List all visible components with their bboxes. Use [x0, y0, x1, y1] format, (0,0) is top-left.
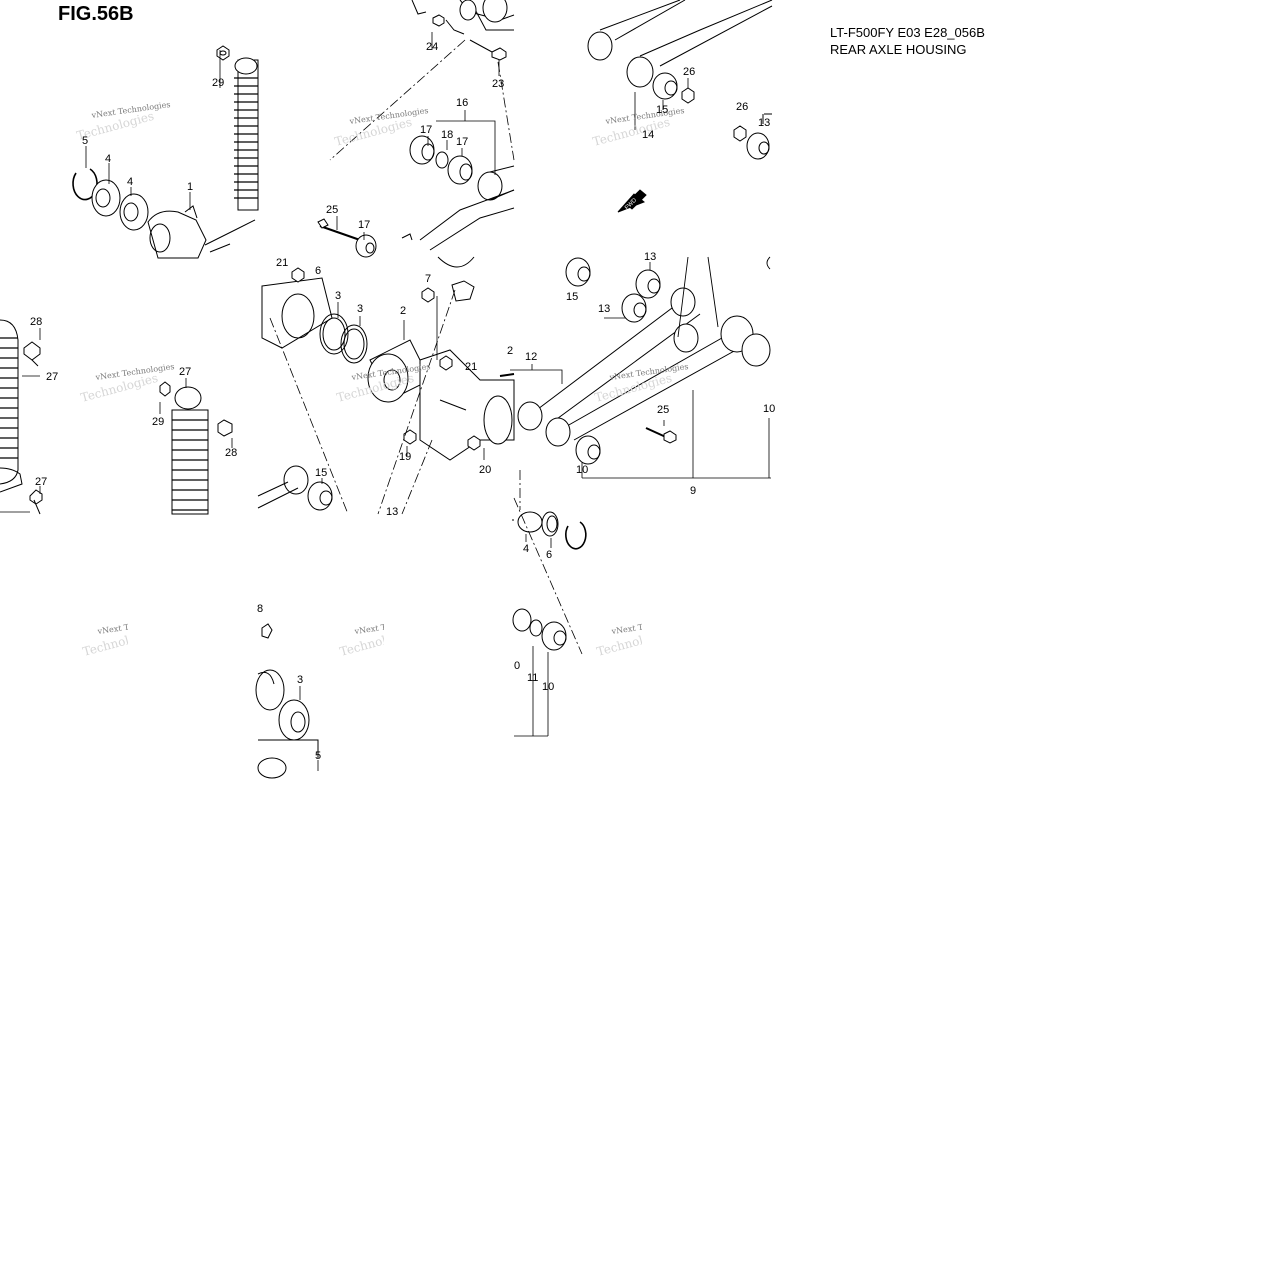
diagram-caption: REAR AXLE HOUSING	[830, 42, 967, 57]
callout-label: 4	[523, 543, 529, 555]
callout-label: 25	[326, 204, 338, 216]
figure-meta: LT-F500FY E03 E28_056B REAR AXLE HOUSING	[830, 24, 985, 58]
watermarks: Technologies vNext Technologies Technolo…	[75, 100, 691, 659]
tile-rear-shock-upper	[72, 45, 259, 259]
callout-label: 15	[566, 291, 578, 303]
callout-label: 25	[657, 404, 669, 416]
callout-label: 21	[276, 257, 288, 269]
callout-label: 3	[357, 303, 363, 315]
callout-label: 13	[758, 117, 770, 129]
callout-label: 14	[642, 129, 654, 141]
callout-label: 28	[225, 447, 237, 459]
watermark: vNext Technologies	[353, 616, 434, 636]
callout-label: 2	[400, 305, 406, 317]
callout-label: 29	[212, 77, 224, 89]
callout-label: 21	[465, 361, 477, 373]
callout-label: 13	[598, 303, 610, 315]
callout-label: 27	[179, 366, 191, 378]
watermark: vNext Technologies	[96, 616, 177, 636]
callout-label: 16	[456, 97, 468, 109]
callout-label: 26	[683, 66, 695, 78]
callout-label: 12	[525, 351, 537, 363]
callout-label: 27	[35, 476, 47, 488]
callout-label: 1	[187, 181, 193, 193]
callout-label: 19	[399, 451, 411, 463]
model-code: LT-F500FY E03 E28_056B	[830, 25, 985, 40]
callout-label: 5	[82, 135, 88, 147]
figure-title: FIG.56B	[58, 3, 134, 25]
callout-label: 24	[426, 41, 438, 53]
callout-label: 13	[644, 251, 656, 263]
tile-bushings-lower	[512, 497, 587, 737]
callout-label: 3	[335, 290, 341, 302]
callout-label: 23	[492, 78, 504, 90]
tile-axle-housing-center	[257, 256, 515, 515]
callout-labels: 29 5 4 4 1 24 23 16 17 18 17 25 17 26 15…	[30, 41, 775, 762]
callout-label: 13	[386, 506, 398, 518]
callout-label: 6	[315, 265, 321, 277]
callout-label: 5	[315, 750, 321, 762]
callout-label: 15	[656, 104, 668, 116]
callout-label: 4	[105, 153, 111, 165]
callout-label: 10	[763, 403, 775, 415]
callout-label: 7	[425, 273, 431, 285]
tile-bushings-upper	[317, 0, 515, 258]
callout-label: 26	[736, 101, 748, 113]
callout-label: 18	[441, 129, 453, 141]
callout-label: 10	[576, 464, 588, 476]
tile-control-arms-upper	[587, 0, 773, 213]
callout-label: 17	[358, 219, 370, 231]
callout-label: 11	[527, 672, 538, 684]
tile-control-arms-lower	[499, 256, 771, 510]
callout-label: 8	[257, 603, 263, 615]
callout-label: 27	[46, 371, 58, 383]
callout-label: 3	[297, 674, 303, 686]
tile-rear-shock-lower	[0, 319, 233, 515]
callout-label: 0	[514, 660, 520, 672]
fwd-arrow-icon	[617, 189, 647, 213]
callout-label: 17	[456, 136, 468, 148]
tile-bearings-lower	[255, 623, 319, 779]
callout-label: 28	[30, 316, 42, 328]
callout-label: 2	[507, 345, 513, 357]
callout-label: 9	[690, 485, 696, 497]
watermark: vNext Technologies	[610, 616, 691, 636]
callout-label: 4	[127, 176, 133, 188]
callout-label: 10	[542, 681, 554, 693]
callout-label: 15	[315, 467, 327, 479]
callout-label: 20	[479, 464, 491, 476]
callout-label: 29	[152, 416, 164, 428]
callout-label: 17	[420, 124, 432, 136]
callout-label: 6	[546, 549, 552, 561]
